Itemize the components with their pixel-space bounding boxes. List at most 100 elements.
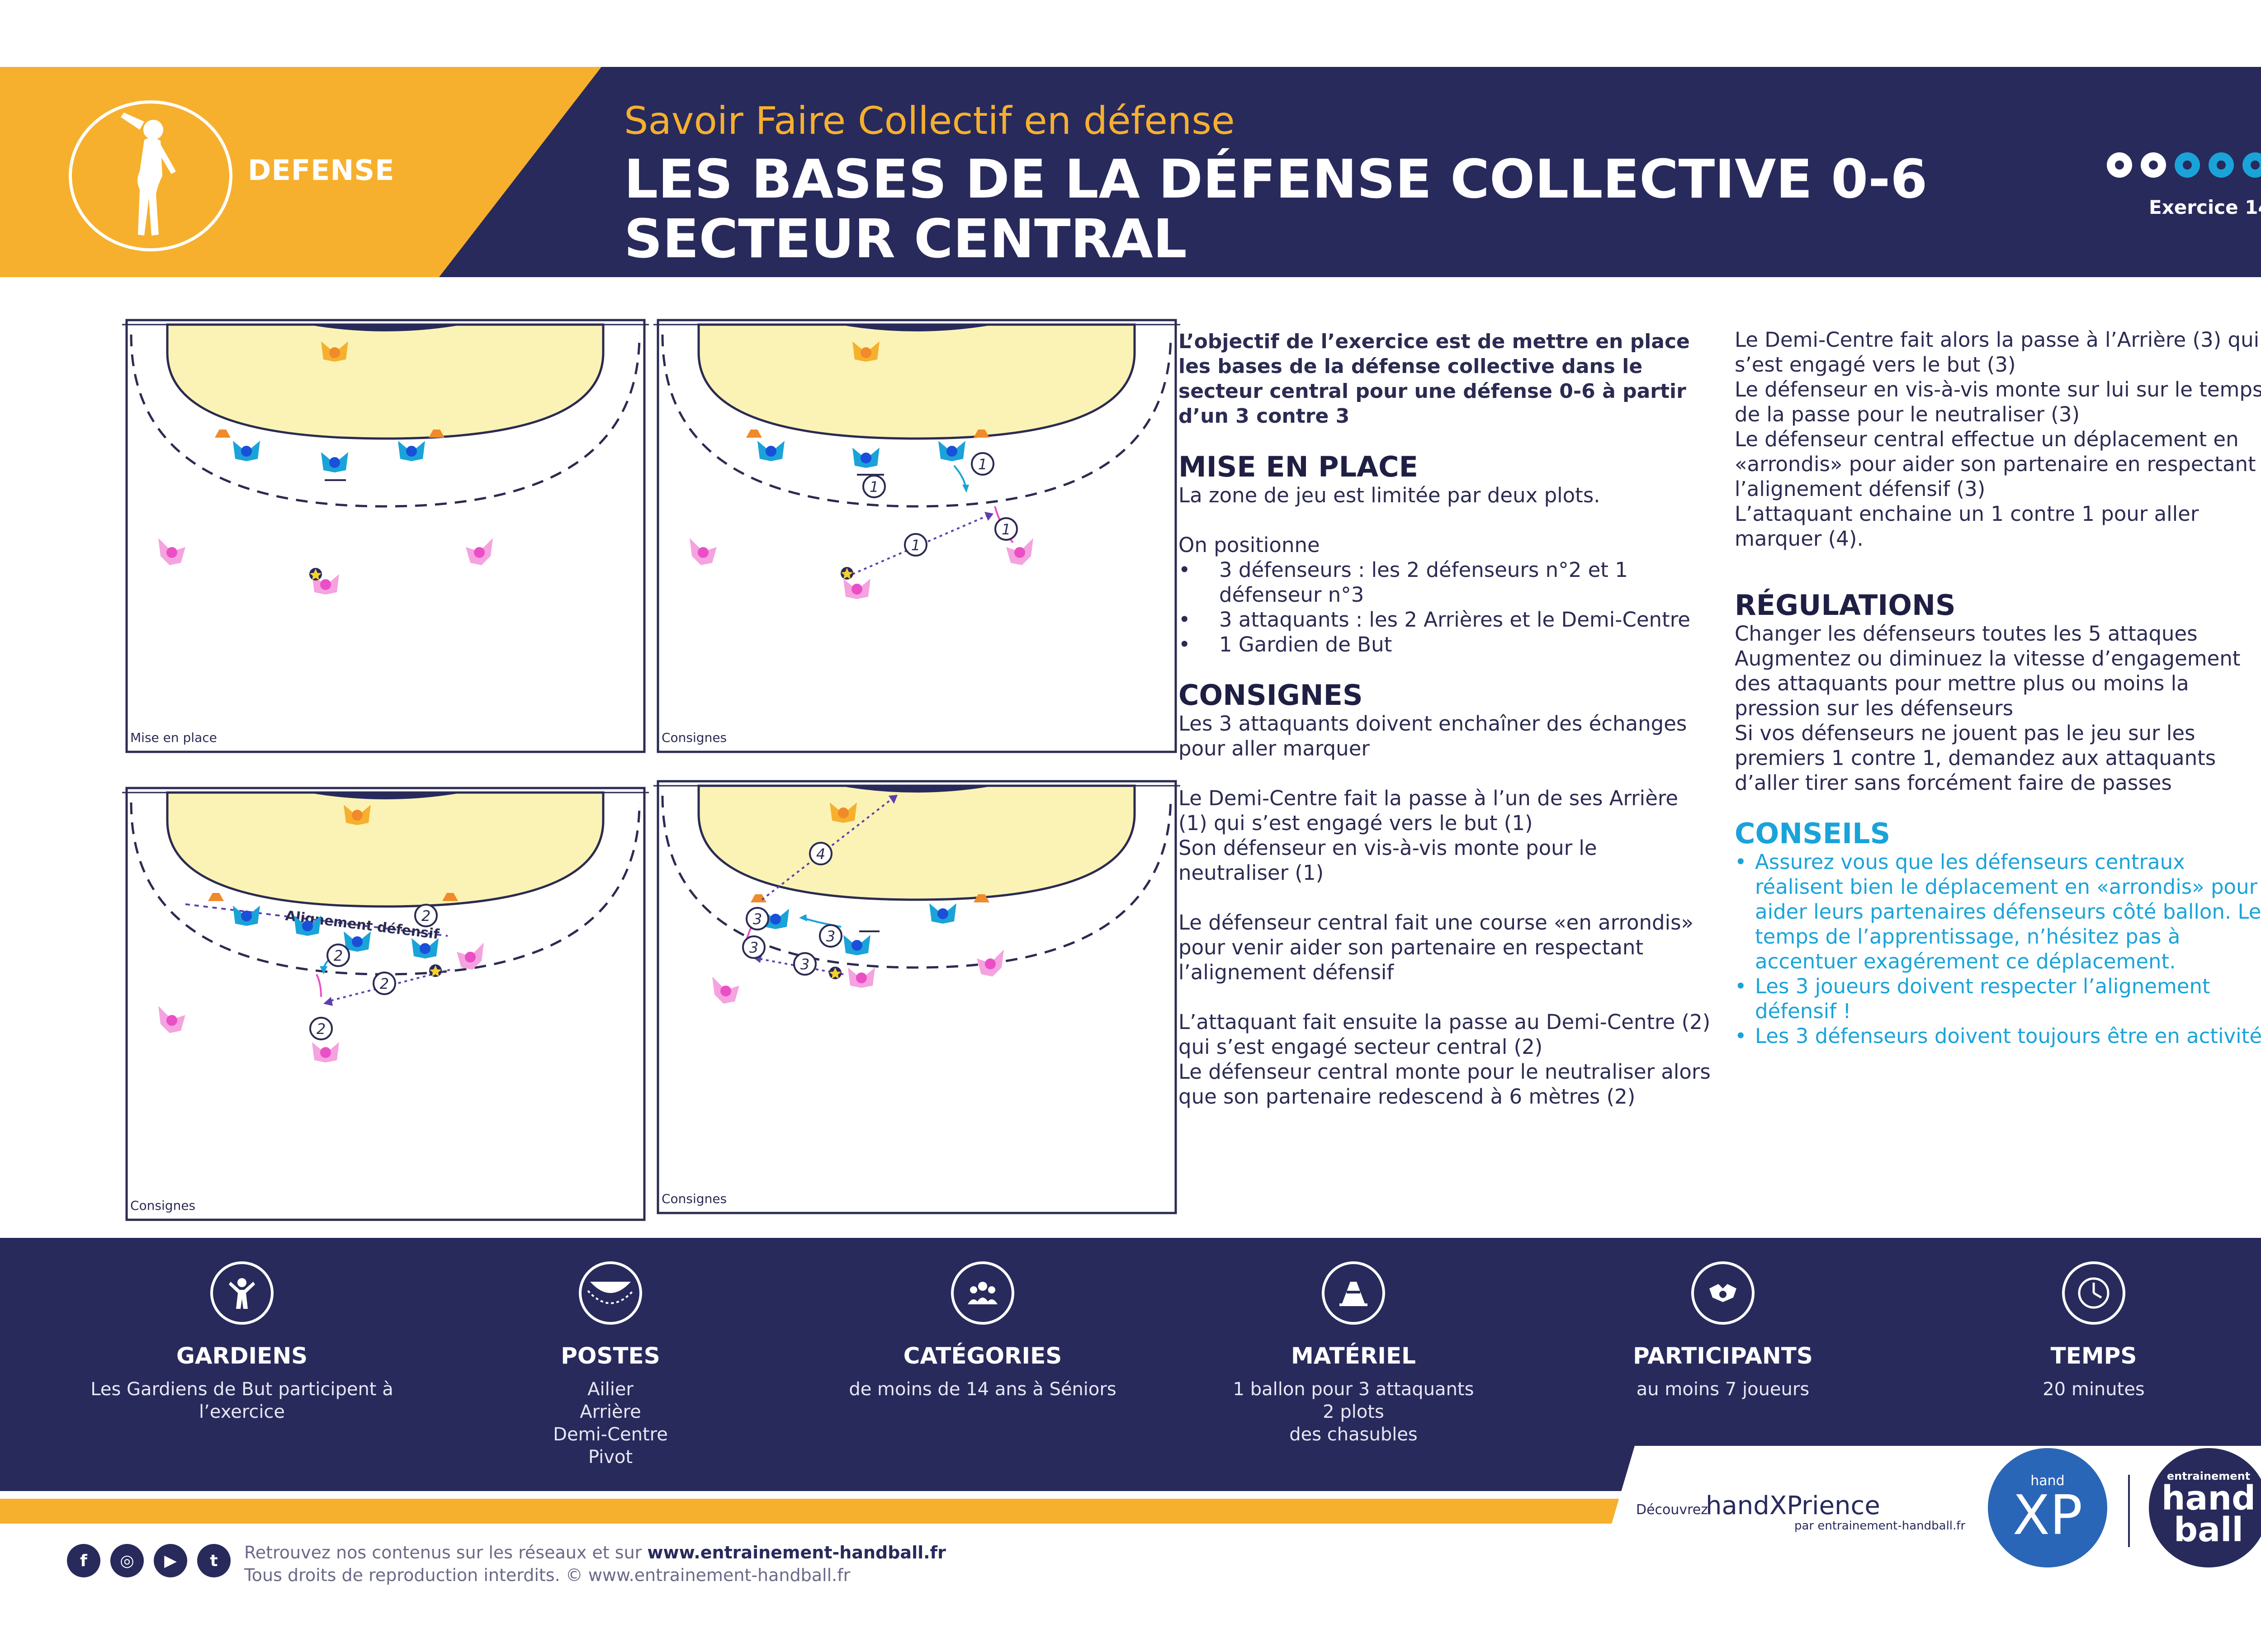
logo-big-text: hand xyxy=(2161,1479,2256,1518)
ball-star-icon xyxy=(841,567,853,580)
copyright-text: Tous droits de reproduction interdits. ©… xyxy=(244,1565,851,1585)
info-postes: POSTES Ailier Arrière Demi-Centre Pivot xyxy=(430,1261,791,1468)
defender xyxy=(321,452,348,472)
info-title: CATÉGORIES xyxy=(903,1343,1062,1369)
regulations-heading: RÉGULATIONS xyxy=(1735,589,1956,622)
attacker xyxy=(158,538,185,565)
defender xyxy=(852,448,880,468)
attacker xyxy=(457,943,484,970)
svg-text:3: 3 xyxy=(800,956,809,973)
step-marker: 2 xyxy=(309,1017,333,1040)
info-participants: PARTICIPANTS au moins 7 joueurs xyxy=(1542,1261,1904,1401)
youtube-icon[interactable]: ▶ xyxy=(154,1544,187,1577)
goalkeeper-icon xyxy=(210,1261,274,1325)
player-silhouette-icon xyxy=(69,100,232,251)
diagram-label: Consignes xyxy=(662,1191,727,1206)
logo-big-text: XP xyxy=(2012,1484,2083,1547)
svg-text:4: 4 xyxy=(816,845,825,863)
difficulty-ball-icon xyxy=(2175,152,2200,178)
defender xyxy=(294,916,321,936)
info-title: POSTES xyxy=(561,1343,660,1369)
website-link[interactable]: www.entrainement-handball.fr xyxy=(647,1543,946,1562)
footer-stripe xyxy=(0,1499,1651,1524)
entrainement-handball-logo[interactable]: entrainement hand ball xyxy=(2149,1448,2261,1567)
court-diagram-consignes-2: Alignement défensif 2 2 2 2 Consignes xyxy=(122,784,649,1225)
attacker xyxy=(312,574,339,595)
consignes-heading: CONSIGNES xyxy=(1178,679,1363,712)
difficulty-rating xyxy=(2104,149,2261,183)
mise-en-place-bullet: 3 attaquants : les 2 Arrières et le Demi… xyxy=(1178,607,1712,632)
footer-line-1: Retrouvez nos contenus sur les réseaux e… xyxy=(244,1543,946,1562)
step-marker: 1 xyxy=(862,475,886,498)
step-marker: 2 xyxy=(414,904,438,927)
info-text: de moins de 14 ans à Séniors xyxy=(849,1379,1116,1400)
step-marker: 1 xyxy=(904,533,927,557)
consignes-text: L’attaquant fait ensuite la passe au Dem… xyxy=(1178,1010,1711,1059)
step-marker: 4 xyxy=(809,842,833,865)
svg-text:2: 2 xyxy=(421,907,430,925)
defender xyxy=(344,931,371,952)
cone xyxy=(442,893,458,901)
attacker xyxy=(977,949,1004,977)
logo-small-text: entrainement xyxy=(2166,1470,2251,1482)
court-diagram-mise-en-place: Mise en place xyxy=(122,316,649,757)
difficulty-ball-icon xyxy=(2209,152,2234,178)
defender xyxy=(233,441,260,461)
goalkeeper xyxy=(344,805,371,825)
info-text: au moins 7 joueurs xyxy=(1636,1379,1810,1400)
svg-text:3: 3 xyxy=(826,928,835,945)
diagram-label: Mise en place xyxy=(130,730,217,745)
handxp-logo[interactable]: hand XP xyxy=(1988,1448,2107,1567)
regulations-text: Augmentez ou diminuez la vitesse d’engag… xyxy=(1735,647,2241,720)
step-marker: 1 xyxy=(994,517,1018,541)
step-marker: 1 xyxy=(971,452,994,476)
difficulty-ball-icon xyxy=(2141,152,2166,178)
mise-en-place-text: La zone de jeu est limitée par deux plot… xyxy=(1178,483,1600,507)
info-temps: TEMPS 20 minutes xyxy=(1913,1261,2261,1401)
svg-text:2: 2 xyxy=(380,975,389,992)
page-subtitle: Savoir Faire Collectif en défense xyxy=(624,99,1235,143)
twitter-icon[interactable]: t xyxy=(197,1544,231,1577)
consignes-text: Le défenseur en vis-à-vis monte sur lui … xyxy=(1735,378,2261,426)
mise-en-place-bullet: 3 défenseurs : les 2 défenseurs n°2 et 1… xyxy=(1178,557,1712,607)
facebook-icon[interactable]: f xyxy=(67,1544,100,1577)
goalkeeper xyxy=(830,802,857,823)
svg-text:3: 3 xyxy=(753,911,762,928)
intro-text: L’objectif de l’exercice est de mettre e… xyxy=(1178,330,1690,428)
instructions-column-2: Le Demi-Centre fait alors la passe à l’A… xyxy=(1735,327,2261,1048)
regulations-text: Changer les défenseurs toutes les 5 atta… xyxy=(1735,622,2198,646)
clock-icon xyxy=(2062,1261,2125,1325)
conseils-bullet: Les 3 joueurs doivent respecter l’aligne… xyxy=(1735,974,2261,1024)
attacker xyxy=(712,977,739,1004)
defender xyxy=(233,906,260,926)
info-categories: CATÉGORIES de moins de 14 ans à Séniors xyxy=(802,1261,1164,1401)
conseils-bullet: Les 3 défenseurs doivent toujours être e… xyxy=(1735,1024,2261,1048)
diagram-label: Consignes xyxy=(130,1198,196,1213)
step-marker: 3 xyxy=(793,952,817,976)
svg-text:1: 1 xyxy=(978,456,987,473)
attacker xyxy=(158,1006,185,1033)
consignes-text: Le défenseur central fait une course «en… xyxy=(1178,911,1694,984)
goalkeeper xyxy=(852,341,880,362)
attacker xyxy=(843,579,870,599)
info-text: Les Gardiens de But participent à l’exer… xyxy=(90,1379,393,1422)
info-gardiens: GARDIENS Les Gardiens de But participent… xyxy=(61,1261,423,1423)
info-title: MATÉRIEL xyxy=(1291,1343,1416,1369)
diagram-label: Consignes xyxy=(662,730,727,745)
defender xyxy=(843,935,870,955)
cone xyxy=(208,893,224,901)
defender xyxy=(762,909,789,929)
instagram-icon[interactable]: ◎ xyxy=(110,1544,144,1577)
attacker xyxy=(466,538,493,565)
step-marker: 3 xyxy=(742,935,766,959)
svg-text:2: 2 xyxy=(317,1020,326,1038)
attacker xyxy=(848,968,875,988)
brand-byline: par entrainement-handball.fr xyxy=(1794,1519,1966,1533)
svg-text:2: 2 xyxy=(334,947,343,964)
attacker xyxy=(312,1042,339,1062)
info-text: Ailier Arrière Demi-Centre Pivot xyxy=(553,1379,668,1468)
footer-logo-area xyxy=(1574,1446,2261,1652)
info-title: GARDIENS xyxy=(176,1343,308,1369)
defender xyxy=(757,441,785,461)
goalkeeper xyxy=(321,341,348,362)
